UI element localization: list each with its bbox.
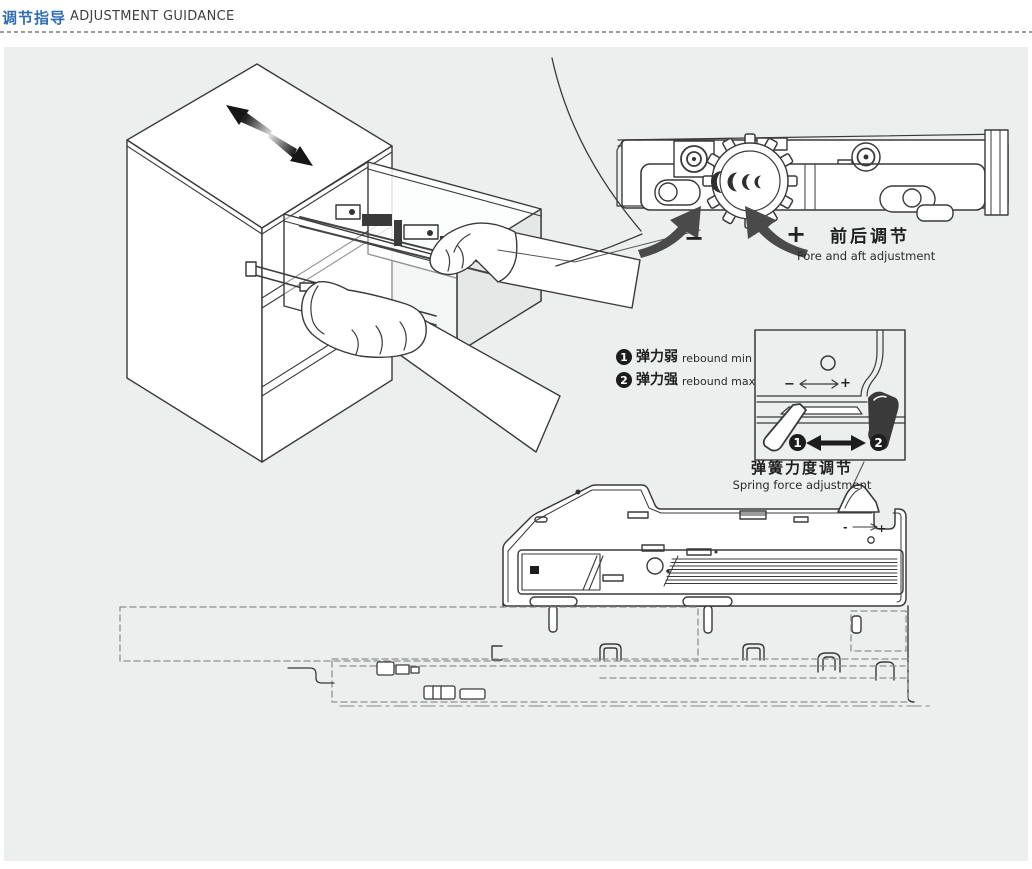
fore-aft-label-en: Fore and aft adjustment: [797, 249, 936, 263]
slide-side-view: [491, 484, 915, 703]
spring-lever-icon: [837, 484, 880, 513]
legend-item-rebound-max: 2 弹力强 rebound max: [616, 372, 755, 388]
ribbed-band: [663, 555, 898, 587]
legend-en-1: rebound min: [682, 351, 752, 365]
page-title-cn: 调节指导: [2, 9, 67, 27]
inset-range-arrow-icon: [799, 379, 839, 389]
inset-plus-sign: +: [840, 376, 851, 391]
legend-en-2: rebound max: [682, 374, 756, 388]
circled-1-badge: 1: [616, 349, 632, 365]
lever-position1-icon: [762, 403, 807, 452]
spring-inset: [754, 329, 906, 503]
lower-rail-parts: [287, 661, 486, 700]
page-title-en: ADJUSTMENT GUIDANCE: [70, 9, 235, 24]
hand-lower-icon: [301, 280, 561, 453]
circled-2-badge: 2: [616, 372, 632, 388]
spring-caption-cn: 弹簧力度调节: [750, 459, 853, 477]
fore-aft-plus-sign: +: [786, 220, 807, 248]
rotate-minus-arrow-icon: [638, 206, 701, 258]
roller-boss-left: [673, 140, 715, 178]
inset-minus-sign: −: [784, 377, 795, 392]
cabinet-illustration: [126, 63, 701, 463]
legend-cn-2: 弹力强: [636, 372, 678, 388]
inset-circled-1-badge: 1: [789, 434, 806, 451]
mounting-rail-dashed: [119, 606, 931, 707]
rail-pins: [491, 596, 895, 681]
pull-direction-arrows-icon: [226, 105, 313, 166]
mech-minus-mark: -: [843, 521, 848, 534]
inset-circled-2-badge: 2: [870, 434, 887, 451]
dashed-divider: [0, 31, 1032, 33]
fore-aft-minus-sign: −: [684, 224, 705, 252]
mech-range-arrow-icon: [852, 523, 878, 531]
roller-boss-right: [851, 142, 881, 172]
legend-cn-1: 弹力弱: [636, 349, 678, 365]
adjustment-gear-icon: [702, 133, 798, 229]
slide-closeup: [551, 57, 1009, 267]
mech-plus-mark: +: [877, 522, 886, 535]
hand-upper-icon: [429, 222, 641, 309]
inset-lever-double-arrow-icon: [806, 435, 866, 451]
legend-item-rebound-min: 1 弹力弱 rebound min: [616, 349, 752, 365]
rotate-plus-arrow-icon: [745, 206, 808, 258]
spring-caption-en: Spring force adjustment: [732, 478, 872, 492]
spring-tension-marks-icon: [711, 171, 761, 193]
callout-leader-line: [497, 229, 701, 263]
fore-aft-label-cn: 前后调节: [830, 227, 910, 247]
